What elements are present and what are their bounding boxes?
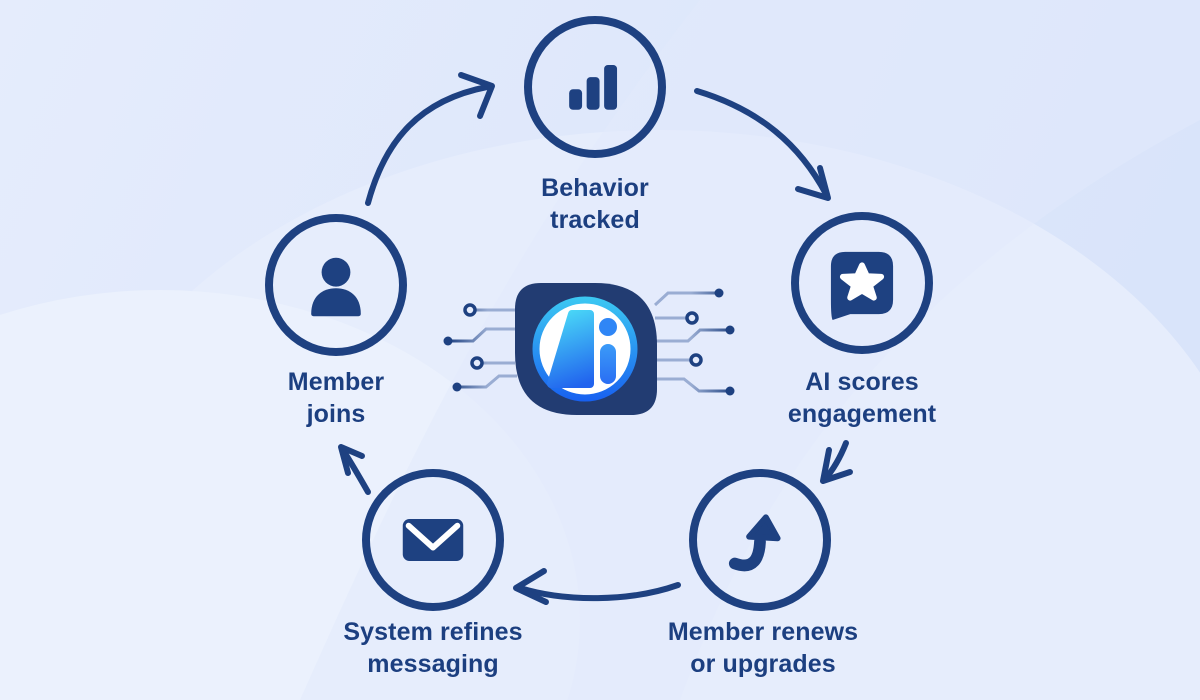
trend-up-arrow-icon [728,514,781,572]
circuit-terminals [443,288,735,396]
ai-logo-glyphs [547,310,617,388]
arrow-system-refines-to-member-joins [338,444,371,495]
node-behavior-tracked [524,16,666,158]
label-member-renews: Member renews or upgrades [667,618,859,678]
person-icon [311,257,361,317]
star-bubble-icon [830,251,894,320]
arrow-member-joins-to-behavior-tracked [365,72,495,206]
label-ai-scores-engagement: AI scores engagement [787,368,937,428]
arrow-member-renews-to-system-refines [513,568,681,605]
ai-chip-logo [430,270,745,430]
node-member-joins [265,214,407,356]
circuit-traces-right [653,291,726,393]
bar-chart-icon [569,64,618,110]
circuit-traces-left [452,308,517,389]
arrow-behavior-tracked-to-ai-scores [694,88,831,201]
label-member-joins: Member joins [287,368,385,428]
label-behavior-tracked: Behavior tracked [541,174,649,234]
arrow-ai-scores-to-member-renews [820,440,853,484]
node-system-refines [362,469,504,611]
label-system-refines: System refines messaging [343,618,523,678]
node-member-renews [689,469,831,611]
node-ai-scores-engagement [791,212,933,354]
envelope-icon [402,519,464,561]
